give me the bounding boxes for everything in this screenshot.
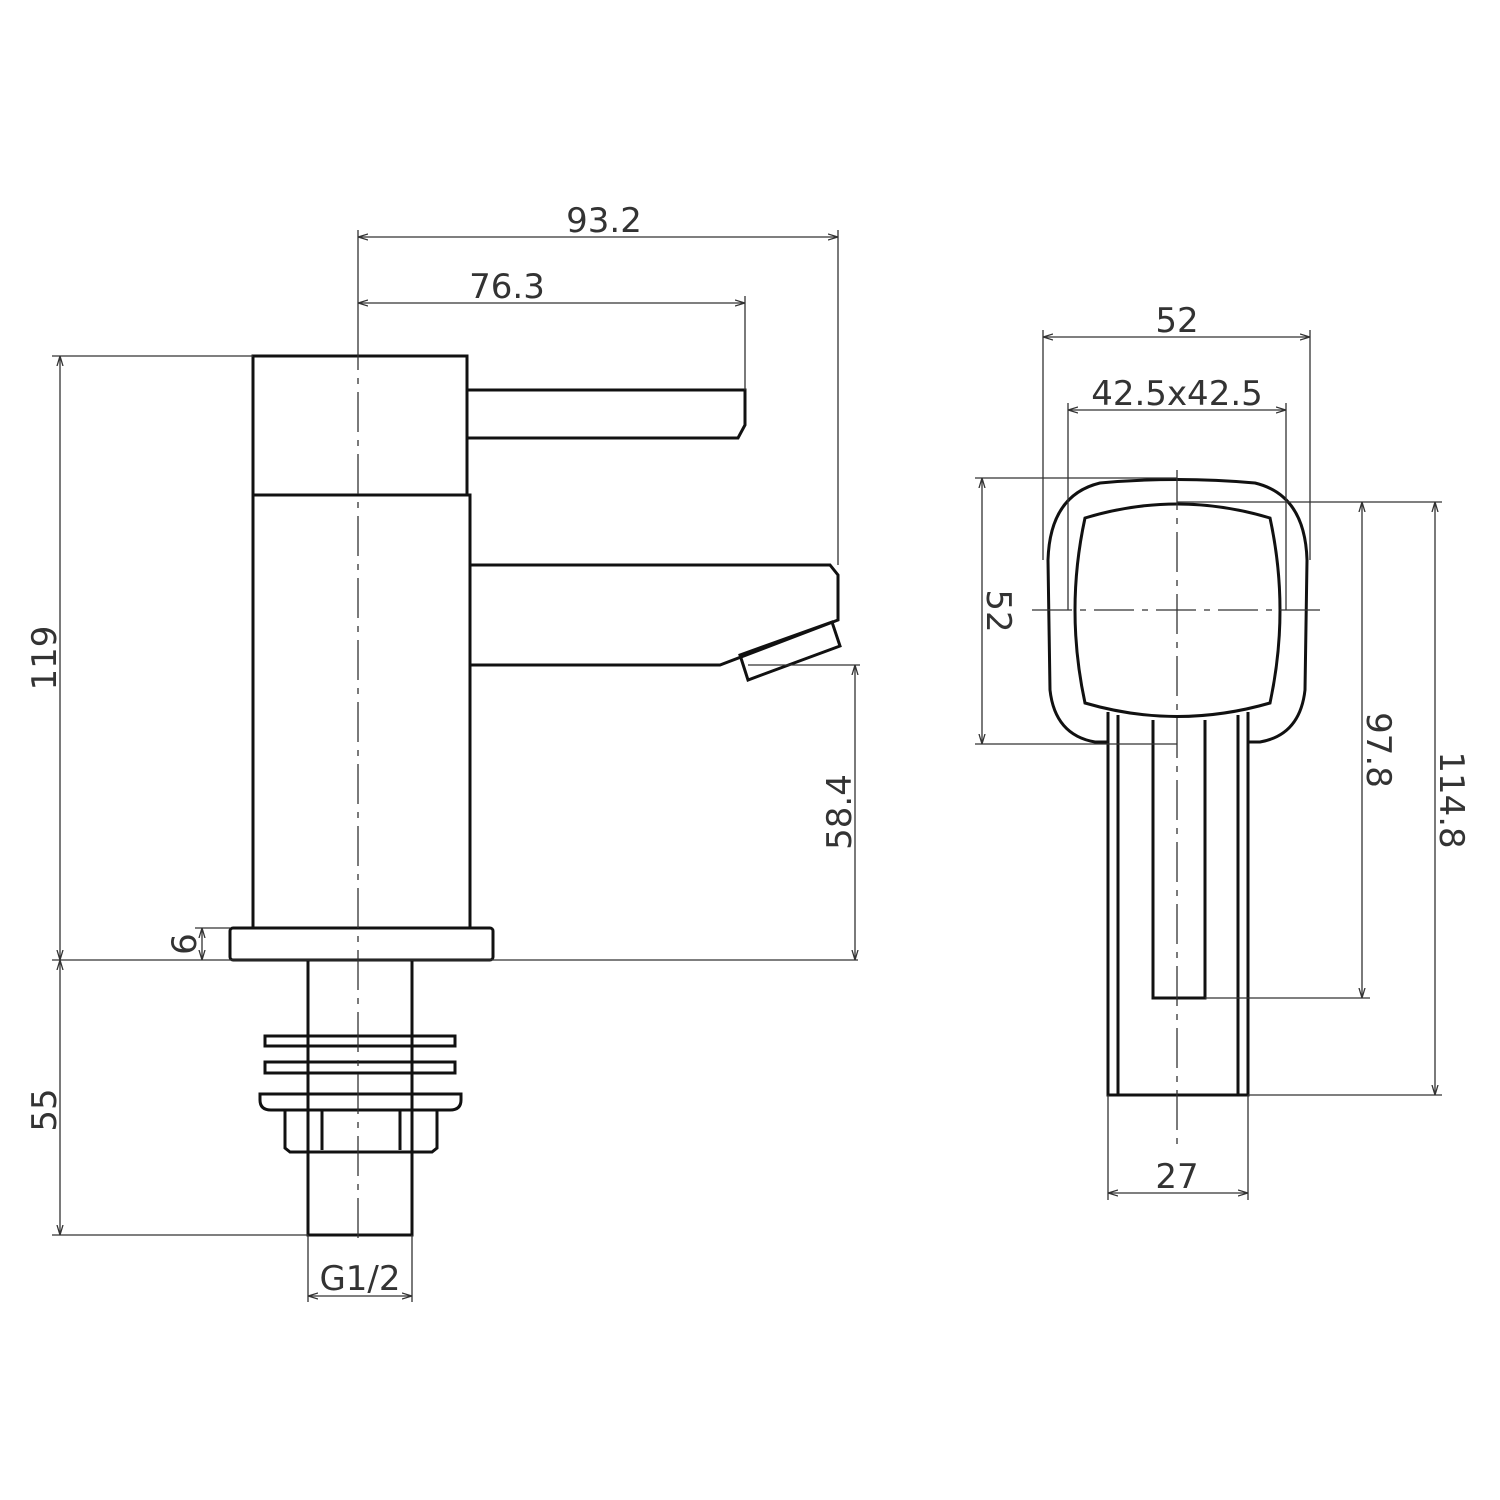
dim-spout-height: 58.4: [820, 774, 860, 850]
nut: [283, 1108, 439, 1154]
lever-stem: [1106, 712, 1250, 1097]
body-section: [1073, 502, 1282, 718]
dim-lever-width: 27: [1155, 1157, 1198, 1197]
dim-total-height-front: 114.8: [1431, 751, 1471, 848]
body: [251, 493, 472, 930]
lever-edge: [1116, 715, 1240, 1095]
washer: [263, 1060, 457, 1075]
aerator: [738, 620, 842, 682]
dim-thread: G1/2: [319, 1259, 400, 1299]
dim-base-thickness: 6: [165, 933, 205, 955]
handle-cap: [251, 354, 469, 497]
washer: [263, 1034, 457, 1048]
flange-washer: [258, 1092, 463, 1112]
dim-base-depth: 52: [978, 589, 1018, 632]
dim-total-height: 119: [25, 626, 65, 691]
dim-base-width: 52: [1155, 301, 1198, 341]
base-plate: [228, 926, 495, 962]
dim-body-section: 42.5x42.5: [1091, 374, 1263, 414]
lever: [467, 388, 747, 440]
front-view: 52 42.5x42.5 52 97.8 114.8 27: [975, 301, 1471, 1200]
tail-pipe: [306, 958, 414, 1237]
dim-lever-length: 76.3: [469, 267, 545, 307]
lever-slot: [1151, 720, 1207, 1000]
dim-tail-length: 55: [25, 1088, 65, 1131]
dim-lever-height: 97.8: [1358, 712, 1398, 788]
side-view: 93.2 76.3 119 55 58.4 6 G1/2: [25, 201, 860, 1302]
spout: [470, 563, 840, 667]
dim-total-length: 93.2: [566, 201, 642, 241]
